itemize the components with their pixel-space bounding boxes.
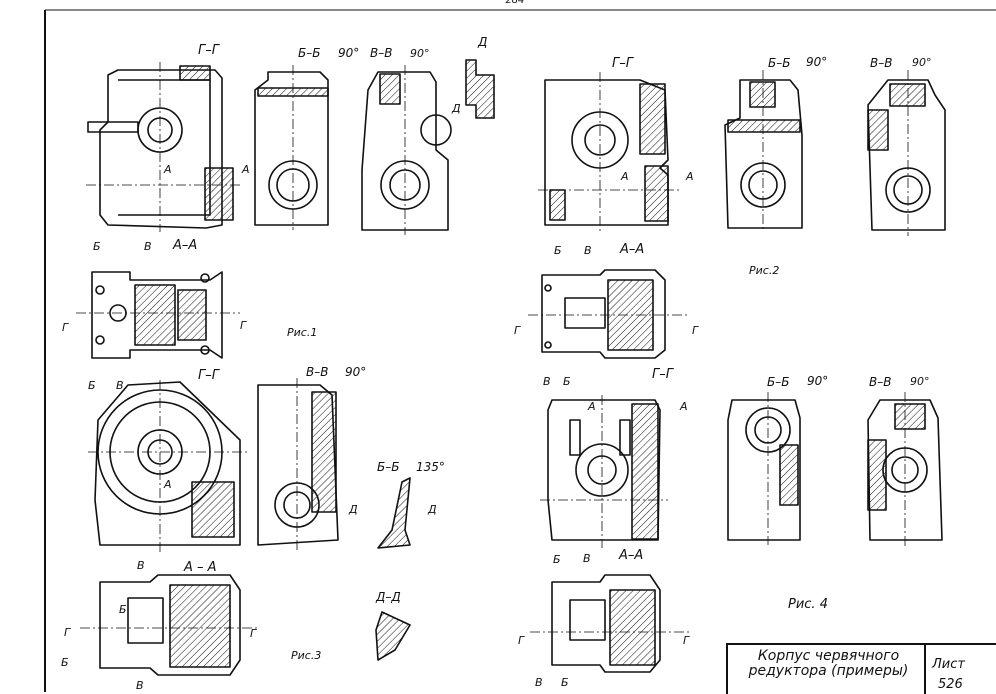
fig2-section-vv — [867, 70, 946, 236]
fig1-section-aa — [76, 271, 240, 359]
cut-letter: В — [136, 679, 144, 692]
section-label: А–А — [620, 242, 645, 257]
cut-letter: Г — [64, 626, 71, 639]
figure-caption: Рис.1 — [287, 326, 318, 339]
sheet-label: Лист — [932, 657, 965, 672]
section-label: Б–Б — [767, 375, 790, 389]
cut-letter: Б — [61, 656, 69, 669]
fig2-section-gg — [538, 72, 680, 232]
section-label: Г–Г — [612, 56, 633, 71]
fig3-section-aa — [80, 574, 258, 676]
figure-caption: Рис.3 — [291, 649, 322, 662]
section-label: В–В — [870, 56, 893, 70]
rotation-angle: 90° — [807, 374, 829, 388]
cut-letter: Г — [240, 319, 247, 332]
cut-letter: Д — [349, 503, 358, 516]
cut-letter: А — [242, 163, 250, 176]
section-label: Г–Г — [652, 367, 673, 382]
section-label: Б–Б — [768, 56, 791, 70]
cut-letter: А — [621, 170, 629, 183]
cut-letter: В — [583, 552, 591, 565]
section-label: Г–Г — [198, 43, 219, 58]
title-block: Корпус червячного редуктора (примеры) Ли… — [726, 643, 996, 694]
section-label: А–А — [619, 548, 644, 563]
fig3-section-bb-profile — [377, 477, 411, 549]
cut-letter: Б — [554, 244, 562, 257]
rotation-angle: 90° — [910, 375, 930, 388]
cut-letter: В — [116, 379, 124, 392]
fig4-section-bb — [727, 392, 801, 545]
fig4-section-aa — [530, 574, 690, 673]
cut-letter: Г — [692, 324, 699, 337]
rotation-angle: 90° — [410, 47, 430, 60]
fig2-section-bb — [724, 70, 803, 232]
cut-letter: Д — [428, 503, 437, 516]
rotation-angle: 90° — [345, 365, 367, 379]
cut-letter: В — [584, 244, 592, 257]
cut-letter: А — [686, 170, 694, 183]
cut-letter: Г — [514, 324, 521, 337]
fig1-section-bb — [254, 65, 329, 230]
section-label: Д–Д — [376, 590, 401, 604]
fig4-section-gg — [540, 395, 668, 548]
fig2-section-aa — [528, 269, 690, 359]
section-label: А – А — [184, 560, 217, 575]
cut-letter: Б — [93, 240, 101, 253]
section-label: Г–Г — [198, 368, 219, 383]
fig3-section-dd-profile — [375, 611, 411, 661]
section-label: В–В — [306, 365, 329, 379]
fig3-section-gg — [88, 380, 250, 555]
section-label: В–В — [869, 375, 892, 389]
page-header: 284 — [505, 0, 525, 6]
section-label: В–В — [370, 46, 393, 60]
rotation-angle: 90° — [806, 55, 828, 69]
fig3-section-vv — [257, 378, 339, 552]
cut-letter: Б — [563, 375, 571, 388]
rotation-angle: 135° — [416, 460, 445, 474]
detail-label: Д — [452, 102, 461, 115]
detail-label: Д — [478, 35, 488, 49]
cut-letter: Г — [518, 634, 525, 647]
cut-letter: Б — [88, 379, 96, 392]
cut-letter: Г — [62, 321, 69, 334]
cut-letter: А — [164, 163, 172, 176]
cut-letter: Г — [683, 634, 690, 647]
title-block-divider — [924, 645, 926, 694]
section-label: Б–Б — [298, 46, 321, 60]
cut-letter: А — [588, 400, 596, 413]
cut-letter: А — [680, 400, 688, 413]
fig1-section-gg — [86, 62, 240, 232]
section-label: Б–Б — [377, 460, 400, 474]
section-label: А–А — [173, 238, 198, 253]
drawing-title: Корпус червячного редуктора (примеры) — [748, 648, 909, 679]
cut-letter: Б — [119, 603, 127, 616]
figure-caption: Рис.2 — [749, 264, 780, 277]
cut-letter: В — [543, 375, 551, 388]
figure-caption: Рис. 4 — [788, 597, 828, 612]
cut-letter: Б — [553, 553, 561, 566]
fig1-section-vv — [361, 59, 495, 235]
rotation-angle: 90° — [912, 56, 932, 69]
cut-letter: Г — [250, 627, 257, 640]
rotation-angle: 90° — [338, 46, 360, 60]
cut-letter: А — [164, 478, 172, 491]
cut-letter: В — [144, 240, 152, 253]
cut-letter: Б — [561, 676, 569, 689]
cut-letter: В — [535, 676, 543, 689]
sheet-number: 526 — [938, 677, 963, 692]
fig4-section-vv — [867, 392, 943, 546]
cut-letter: В — [137, 559, 145, 572]
